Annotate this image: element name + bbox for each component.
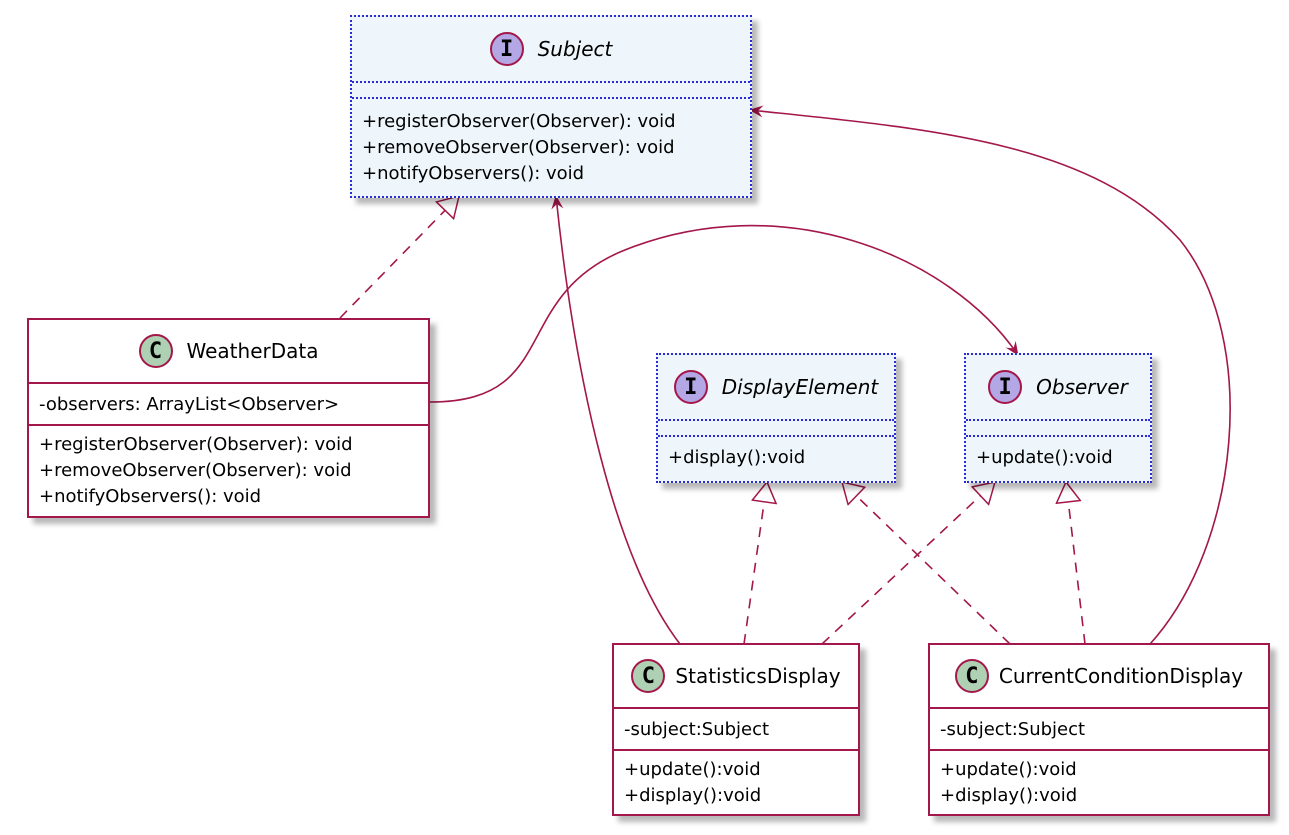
class-badge-icon: C <box>954 659 989 693</box>
displayelement-method: +display():void <box>668 447 806 468</box>
weatherdata-method: +registerObserver(Observer): void <box>39 434 353 455</box>
statisticsdisplay-method: +display():void <box>624 785 762 806</box>
currentconditiondisplay-method: +display():void <box>940 785 1078 806</box>
currentconditiondisplay-name: CurrentConditionDisplay <box>998 664 1244 688</box>
weatherdata-class[interactable]: C WeatherData -observers: ArrayList<Obse… <box>27 318 430 518</box>
currentconditiondisplay-class[interactable]: C CurrentConditionDisplay -subject:Subje… <box>928 643 1270 816</box>
realization-statistics-observer <box>821 482 995 645</box>
realization-statistics-displayelement <box>743 482 767 645</box>
realization-weatherdata-subject <box>339 196 459 319</box>
displayelement-name: DisplayElement <box>721 375 879 399</box>
currentconditiondisplay-field: -subject:Subject <box>940 719 1086 740</box>
weatherdata-method: +removeObserver(Observer): void <box>39 460 352 481</box>
weatherdata-field: -observers: ArrayList<Observer> <box>39 394 340 415</box>
association-current-subject <box>749 105 1231 645</box>
class-badge-icon: C <box>138 334 173 368</box>
association-statistics-subject <box>551 195 681 645</box>
weatherdata-method: +notifyObservers(): void <box>39 486 262 507</box>
subject-method: +registerObserver(Observer): void <box>362 111 676 132</box>
realization-current-displayelement <box>842 482 1011 645</box>
observer-method: +update():void <box>976 447 1113 468</box>
displayelement-interface[interactable]: I DisplayElement +display():void <box>656 353 896 483</box>
class-badge-icon: C <box>631 659 666 693</box>
subject-method: +notifyObservers(): void <box>362 163 585 184</box>
subject-interface[interactable]: I Subject +registerObserver(Observer): v… <box>350 15 752 198</box>
association-weatherdata-observer <box>429 224 1019 403</box>
statisticsdisplay-class[interactable]: C StatisticsDisplay -subject:Subject +up… <box>612 643 860 816</box>
statisticsdisplay-method: +update():void <box>624 759 761 780</box>
interface-badge-icon: I <box>489 32 524 66</box>
realization-current-observer <box>1066 482 1086 645</box>
interface-badge-icon: I <box>988 370 1023 404</box>
subject-name: Subject <box>537 37 613 61</box>
statisticsdisplay-name: StatisticsDisplay <box>675 664 841 688</box>
subject-method: +removeObserver(Observer): void <box>362 137 675 158</box>
observer-interface[interactable]: I Observer +update():void <box>964 353 1152 483</box>
observer-name: Observer <box>1036 375 1128 399</box>
interface-badge-icon: I <box>673 370 708 404</box>
currentconditiondisplay-method: +update():void <box>940 759 1077 780</box>
weatherdata-name: WeatherData <box>186 339 319 363</box>
statisticsdisplay-field: -subject:Subject <box>624 719 770 740</box>
